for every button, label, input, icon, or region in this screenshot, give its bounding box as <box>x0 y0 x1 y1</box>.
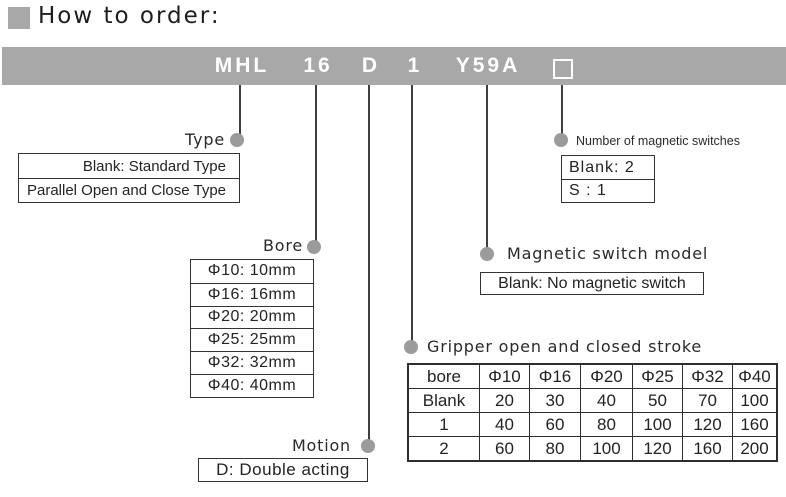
empty-box-icon <box>553 59 573 79</box>
motion-option: D: Double acting <box>216 460 350 479</box>
type-options-box: Blank: Standard Type Parallel Open and C… <box>18 153 240 203</box>
stroke-value: 40 <box>580 388 633 413</box>
stroke-value: 120 <box>632 436 683 462</box>
motion-label: Motion <box>291 436 351 455</box>
section-bullet-square <box>8 7 30 29</box>
stroke-table-header-cell: Φ16 <box>529 363 581 389</box>
type-option: Parallel Open and Close Type <box>19 178 239 202</box>
bore-options-box: Φ10: 10mm Φ16: 16mm Φ20: 20mm Φ25: 25mm … <box>190 259 314 398</box>
page-title: How to order: <box>38 3 221 29</box>
code-segment-stroke: 1 <box>407 54 423 77</box>
type-option: Blank: Standard Type <box>82 157 226 175</box>
bore-option: Φ40: 40mm <box>191 373 313 397</box>
stroke-table-header-cell: Φ20 <box>580 363 633 389</box>
stroke-value: 30 <box>529 388 581 413</box>
stroke-value: 100 <box>732 388 778 413</box>
stroke-value: 60 <box>529 412 581 437</box>
stroke-row-label: 2 <box>407 436 480 462</box>
connector-line-switch-count <box>561 85 563 135</box>
stroke-table-row: 2 60 80 100 120 160 200 <box>407 436 778 462</box>
stroke-table-header-cell: Φ40 <box>732 363 778 389</box>
bore-option: Φ10: 10mm <box>207 262 297 280</box>
callout-dot-switch-count <box>554 133 568 147</box>
type-label: Type <box>185 130 225 149</box>
connector-line-stroke <box>411 85 413 342</box>
stroke-value: 70 <box>682 388 733 413</box>
callout-dot-stroke <box>404 340 418 354</box>
stroke-value: 80 <box>529 436 581 462</box>
order-code-bar: MHL 16 D 1 Y59A <box>2 47 786 85</box>
stroke-value: 50 <box>632 388 683 413</box>
stroke-table-header-cell: Φ32 <box>682 363 733 389</box>
stroke-table: bore Φ10 Φ16 Φ20 Φ25 Φ32 Φ40 Blank 20 30… <box>407 363 778 462</box>
stroke-value: 160 <box>682 436 733 462</box>
connector-line-switch-model <box>486 85 488 249</box>
stroke-value: 40 <box>479 412 530 437</box>
stroke-value: 20 <box>479 388 530 413</box>
stroke-value: 100 <box>580 436 633 462</box>
stroke-value: 120 <box>682 412 733 437</box>
stroke-value: 200 <box>732 436 778 462</box>
bore-option: Φ32: 32mm <box>191 351 313 374</box>
stroke-row-label: Blank <box>407 388 480 413</box>
connector-line-bore <box>315 85 317 242</box>
stroke-table-header-cell: Φ10 <box>479 363 530 389</box>
stroke-value: 80 <box>580 412 633 437</box>
bore-option: Φ25: 25mm <box>191 328 313 351</box>
magnetic-switch-model-box: Blank: No magnetic switch <box>480 272 704 295</box>
stroke-table-header-row: bore Φ10 Φ16 Φ20 Φ25 Φ32 Φ40 <box>407 363 778 389</box>
magnetic-switch-model-label: Magnetic switch model <box>507 244 709 263</box>
connector-line-type <box>239 85 241 135</box>
stroke-value: 160 <box>732 412 778 437</box>
connector-line-motion <box>368 85 370 441</box>
callout-dot-switch-model <box>480 247 494 261</box>
magnetic-switch-count-box: Blank: 2 S : 1 <box>561 155 655 203</box>
bore-option: Φ16: 16mm <box>191 282 313 306</box>
code-segment-bore: 16 <box>303 54 333 77</box>
callout-dot-motion <box>361 439 375 453</box>
bore-option: Φ20: 20mm <box>191 305 313 329</box>
callout-dot-bore <box>307 240 321 254</box>
stroke-table-row: 1 40 60 80 100 120 160 <box>407 412 778 437</box>
magnetic-switch-model-option: Blank: No magnetic switch <box>498 274 686 292</box>
magnetic-switch-count-option: S : 1 <box>562 179 654 202</box>
stroke-table-row: Blank 20 30 40 50 70 100 <box>407 388 778 413</box>
code-segment-series: MHL <box>214 54 270 77</box>
bore-label: Bore <box>262 236 303 255</box>
stroke-value: 100 <box>632 412 683 437</box>
stroke-table-header-cell: bore <box>407 363 480 389</box>
motion-options-box: D: Double acting <box>198 458 368 482</box>
magnetic-switch-count-label: Number of magnetic switches <box>576 134 740 148</box>
stroke-value: 60 <box>479 436 530 462</box>
stroke-table-header-cell: Φ25 <box>632 363 683 389</box>
callout-dot-type <box>230 133 244 147</box>
code-segment-motion: D <box>361 54 381 77</box>
magnetic-switch-count-option: Blank: 2 <box>569 158 635 176</box>
code-segment-switch-model: Y59A <box>455 54 521 77</box>
stroke-label: Gripper open and closed stroke <box>427 337 703 356</box>
stroke-row-label: 1 <box>407 412 480 437</box>
